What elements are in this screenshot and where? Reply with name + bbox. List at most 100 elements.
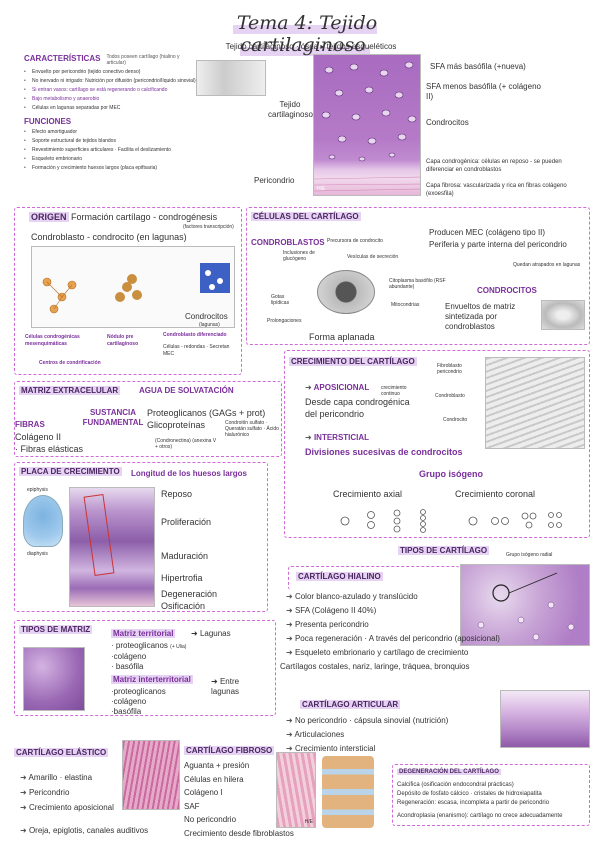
list-item: Poca regeneración · A través del pericon… (286, 632, 556, 646)
page-title: Tema 4: Tejido cartilaginoso (190, 12, 420, 56)
funciones-list: Efecto amortiguador Soporte estructural … (24, 128, 204, 173)
divisiones-label: Divisiones sucesivas de condrocitos (305, 447, 463, 457)
list-item: Articulaciones (286, 728, 486, 742)
bone-epiphysis-image (23, 495, 63, 547)
list-item: Esqueleto embrionario y cartílago de cre… (286, 646, 556, 660)
axial-label: Crecimiento axial (333, 489, 403, 499)
caracteristicas-heading: CARACTERÍSTICAS (24, 54, 101, 63)
list-item: SAF (184, 801, 200, 811)
matriz-heading: MATRIZ EXTRACELULAR (19, 386, 121, 395)
label-capa-condrogenica: Capa condrogénica: células en reposo - s… (426, 159, 562, 173)
hialino-list: Color blanco-azulado y translúcido SFA (… (286, 590, 556, 660)
elastico-section: CARTÍLAGO ELÁSTICO Amarillo · elastina P… (14, 742, 184, 838)
page-subtitle: Tejido cartilaginoso · ósea ▸ tejidos es… (225, 42, 397, 51)
condrocito-diagram-image (541, 300, 585, 330)
interterritorial-items: ·proteoglicanos ·colágeno ·basófila (111, 687, 166, 717)
forma-label: Forma aplanada (309, 332, 375, 342)
condroblastos-heading: CONDROBLASTOS (251, 238, 325, 247)
list-item: Color blanco-azulado y translúcido (286, 590, 556, 604)
quedan-label: Quedan atrapados en lagunas (513, 262, 581, 268)
longitud-label: Longitud de los huesos largos (131, 469, 248, 478)
elastico-histology-image (122, 740, 180, 810)
desde-label-1: Desde capa condrogénica (305, 397, 410, 407)
fibroso-list: Aguanta + presión Células en hilera Colá… (184, 759, 314, 840)
proteoglicanos-label: Proteoglicanos (GAGs + prot) (147, 408, 266, 418)
list-item: Esqueleto embrionario (24, 155, 204, 164)
list-item: Efecto amortiguador (24, 128, 204, 137)
citoplasma-label: Citoplasma basófilo (RSF abundante) (389, 278, 446, 290)
fibroso-stain-label: H/E (304, 819, 313, 825)
condrogenesis-diagram-image (31, 246, 235, 328)
zone-hipertrofia: Hipertrofia (161, 573, 203, 583)
growth-plate-histology-image (69, 487, 155, 607)
list-item: Revestimiento superficies articulares · … (24, 146, 204, 155)
matriz-section: MATRIZ EXTRACELULAR AGUA DE SOLVATACIÓN … (14, 381, 282, 457)
hialino-extra: Cartílagos costales, nariz, laringe, trá… (280, 662, 470, 671)
produce-label-2: Periferia y parte interna del pericondri… (429, 240, 567, 249)
condrocitos-heading: CONDROCITOS (477, 286, 537, 295)
matriz-histology-image (23, 647, 85, 711)
tipos-matriz-section: TIPOS DE MATRIZ Matriz territorial ➜ Lag… (14, 620, 276, 716)
territorial-items: · proteoglicanos (+ Ulia) ·colágeno · ba… (111, 641, 186, 672)
chondrocyte-pattern-icon (314, 61, 420, 192)
articular-section: CARTÍLAGO ARTICULAR No pericondrio · cáp… (286, 694, 486, 756)
label-sfa-nueva: SFA más basófila (+nueva) (430, 62, 526, 71)
funciones-heading: FUNCIONES (24, 117, 72, 126)
condroblasto-cell-image (317, 270, 375, 314)
interterritorial-label: Matriz interterritorial (111, 675, 193, 684)
list-item: ·proteoglicanos (111, 687, 166, 696)
list-item: Regeneración: escasa, incompleta a parti… (397, 800, 550, 806)
list-item: Depósito de fosfato cálcico · cristales … (397, 791, 542, 797)
bone-diagram-image (196, 60, 266, 96)
list-item: Células en lagunas separadas por MEC (24, 104, 204, 113)
precursora-label: Precursora de condrocito (327, 238, 383, 244)
origen-stage3: Condroblasto diferenciado (163, 332, 227, 338)
list-item: Formación y crecimiento huesos largos (p… (24, 164, 204, 173)
list-item: Pericondrio (20, 785, 184, 800)
elasticas-label: · Fibras elásticas (15, 444, 84, 454)
grupo-isogeno-radial-label: Grupo isógeno radial (506, 552, 553, 558)
zone-osificacion: Osificación (161, 601, 206, 611)
list-item: Aguanta + presión (184, 761, 250, 770)
origen-note: (factores transcripción) (183, 224, 234, 230)
desde-label-2: del pericondrio (305, 409, 365, 419)
origen-section: ORIGEN Formación cartílago - condrogénes… (14, 207, 242, 375)
label-sfa-menos: SFA menos basófila (+ colágeno II) (426, 82, 541, 101)
list-item: No inervado ni irrigado: Nutrición por d… (24, 77, 204, 86)
fibroblasto-label: Fibroblasto pericondrio (437, 363, 462, 375)
tipos-cartilago-heading: TIPOS DE CARTÍLAGO (398, 546, 490, 555)
list-item: Bajo metabolismo y anaerobio (24, 95, 204, 104)
glicoproteinas-label: Glicoproteínas (147, 420, 206, 430)
aposicional-note: crecimiento continuo (381, 385, 407, 397)
agua-label: AGUA DE SOLVATACIÓN (139, 386, 234, 395)
list-item: Amarillo · elastina (20, 770, 184, 785)
zone-maduracion: Maduración (161, 551, 209, 561)
grupo-isogeno-label: Grupo isógeno (419, 469, 483, 479)
envueltos-label: Envueltos de matriz sintetizada por cond… (445, 302, 516, 331)
hyaline-histology-image: H/E (313, 54, 421, 196)
degeneracion-section: DEGENERACIÓN DEL CARTÍLAGO Calcifica (os… (392, 764, 590, 826)
articular-heading: CARTÍLAGO ARTICULAR (300, 700, 401, 709)
zone-degeneracion: Degeneración (161, 589, 218, 599)
crecimiento-section: CRECIMIENTO DEL CARTÍLAGO APOSICIONAL cr… (284, 350, 590, 538)
list-item: ·colágeno (111, 652, 147, 661)
placa-section: PLACA DE CRECIMIENTO Longitud de los hue… (14, 462, 268, 612)
list-item: · proteoglicanos (+ Ulia) (111, 641, 187, 650)
articular-histology-image (500, 690, 590, 748)
caracteristicas-section: CARACTERÍSTICAS Todos poseen cartílago (… (24, 54, 204, 173)
sustancia-label: SUSTANCIA FUNDAMENTAL (82, 408, 144, 427)
placa-heading: PLACA DE CRECIMIENTO (19, 467, 122, 476)
crecimiento-heading: CRECIMIENTO DEL CARTÍLAGO (289, 357, 417, 366)
list-item: Acondroplasia (enanismo): cartílago no c… (397, 813, 563, 819)
condroblasto-label: Condroblasto (435, 393, 465, 399)
celulas-section: CÉLULAS DEL CARTÍLAGO CONDROBLASTOS Prec… (246, 207, 590, 345)
list-item: No pericondrio · cápsula sinovial (nutri… (286, 714, 486, 728)
inclusiones-label: Inclusiones de glucógeno (283, 250, 315, 262)
list-item: Envuelto por pericondrio (tejido conecti… (24, 68, 204, 77)
tipos-matriz-heading: TIPOS DE MATRIZ (19, 625, 93, 634)
lagunas-label: ➜ Lagunas (191, 629, 231, 638)
list-item: Células en hilera (184, 774, 244, 784)
fibroso-heading: CARTÍLAGO FIBROSO (184, 746, 275, 755)
condroitin-label: Condroitín sulfato · Queratán sulfato · … (225, 420, 279, 438)
degeneracion-heading: DEGENERACIÓN DEL CARTÍLAGO (397, 769, 501, 775)
